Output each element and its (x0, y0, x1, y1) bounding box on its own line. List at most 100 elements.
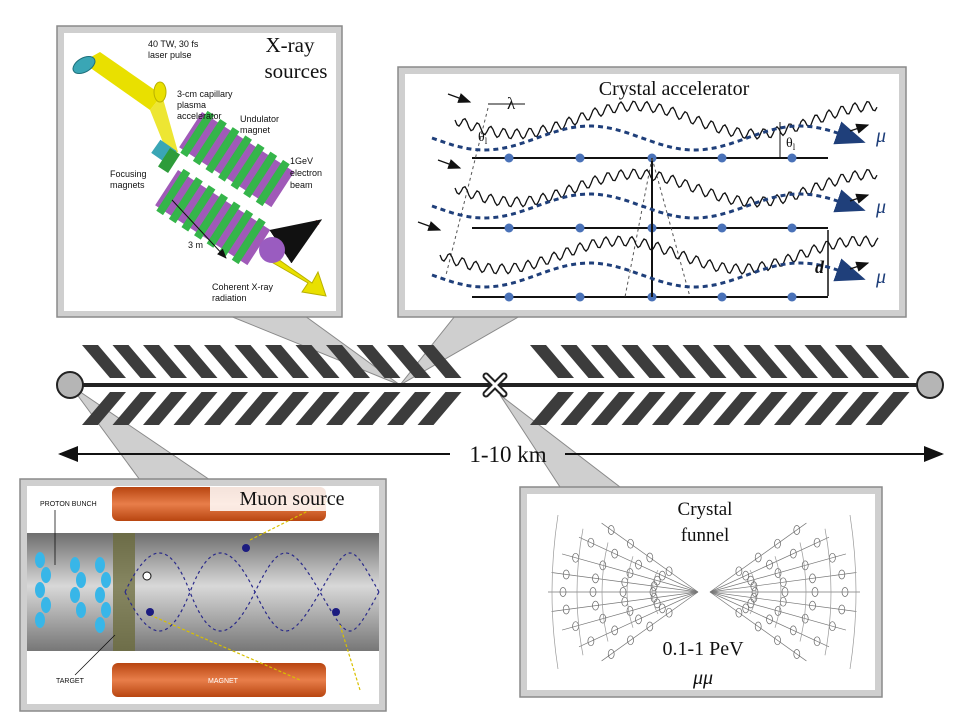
funnel-node (658, 603, 666, 614)
fin-lower (326, 392, 370, 425)
undulator-pole (218, 135, 252, 182)
proton (95, 557, 105, 573)
undulator-pole (206, 201, 241, 248)
funnel-node (735, 607, 743, 618)
funnel-node (801, 560, 809, 571)
length-label: 3 m (188, 240, 203, 250)
proton-bunches (35, 552, 111, 633)
funnel-node (621, 596, 629, 607)
spacing-d-label: d (815, 257, 825, 277)
funnel-channel (551, 591, 699, 612)
funnel-channel (578, 536, 699, 593)
proton (95, 617, 105, 633)
focusing-label-1: Focusing (110, 169, 147, 179)
funnel-node (646, 621, 654, 632)
theta-left-label: θl (478, 130, 488, 146)
funnel-node (793, 525, 801, 535)
left-endpoint (56, 371, 84, 399)
fin-upper (804, 345, 849, 378)
outgoing-arrow (849, 261, 870, 272)
funnel-channel (709, 522, 807, 593)
laser-label-2: laser pulse (148, 50, 192, 60)
atom-node (504, 292, 514, 302)
funnel-node (779, 577, 787, 588)
funnel-node (611, 625, 619, 636)
funnel-node (589, 587, 597, 597)
proton (41, 567, 51, 583)
funnel-node (562, 604, 570, 615)
fin-upper (356, 345, 401, 378)
undulator-magnet-upper (158, 110, 295, 208)
proton (70, 557, 80, 573)
undulator-pole (192, 118, 227, 166)
funnel-node (587, 636, 595, 647)
xray-panel: X-ray sources 40 TW, 30 fs laser pulse 3… (56, 25, 343, 318)
funnel-node (742, 570, 750, 581)
funnel-node (626, 568, 634, 578)
fin-upper (82, 345, 126, 378)
fin-lower (774, 392, 818, 425)
fin-upper (387, 345, 431, 378)
scale-indicator: 1-10 km (58, 442, 944, 467)
funnel-node (627, 635, 634, 646)
fin-lower (204, 392, 248, 425)
atom-node (787, 153, 797, 163)
fin-lower (835, 392, 879, 425)
funnel-node (735, 566, 743, 577)
funnel-channel (561, 591, 699, 631)
funnel-node (774, 568, 782, 578)
funnel-node (621, 577, 629, 588)
funnel-lattice (548, 514, 860, 670)
coherent-label-2: radiation (212, 293, 247, 303)
interaction-point-cross (482, 372, 508, 398)
funnel-node (607, 649, 615, 659)
fin-upper (835, 345, 879, 378)
funnel-channel (709, 572, 857, 593)
muon-helix-2 (124, 552, 380, 632)
beam-dump-magnet (259, 237, 285, 263)
funnel-node (626, 606, 634, 616)
funnel-node (838, 569, 846, 580)
fin-lower (82, 392, 126, 425)
pion (146, 608, 154, 616)
proton (70, 587, 80, 603)
undulator-magnet-lower (155, 168, 271, 266)
funnel-node (841, 587, 849, 597)
xray-title-line2: sources (265, 59, 328, 83)
photon-wave (454, 168, 878, 208)
outgoing-arrow (849, 123, 870, 134)
funnel-node (607, 525, 615, 535)
funnel-arc (651, 569, 659, 615)
funnel-arc (551, 514, 559, 670)
crystal-accelerator-title: Crystal accelerator (599, 78, 750, 100)
fin-upper (234, 345, 279, 378)
funnel-node (754, 552, 762, 563)
fin-upper (530, 345, 574, 378)
target-block (113, 533, 135, 651)
fins-right (530, 345, 910, 425)
fin-lower (112, 392, 157, 425)
proton (35, 582, 45, 598)
muon-path (431, 189, 866, 220)
funnel-arc (824, 528, 832, 656)
fin-upper (682, 345, 727, 378)
funnel-channel (709, 536, 830, 593)
fin-lower (265, 392, 309, 425)
funnel-node (658, 570, 666, 581)
beam-label-2: electron (290, 168, 322, 178)
mu-label-1: μ (875, 125, 886, 147)
fin-lower (234, 392, 279, 425)
funnel-node (742, 603, 750, 614)
atom-node (787, 223, 797, 233)
incoming-arrow (447, 93, 472, 103)
magnet-label: MAGNET (208, 678, 239, 685)
funnel-node (811, 587, 819, 597)
funnel-arc (626, 556, 634, 628)
capillary-label-3: accelerator (177, 111, 222, 121)
crystal-lattice (417, 93, 879, 302)
fin-upper (652, 345, 696, 378)
fin-lower (682, 392, 727, 425)
funnel-node (838, 604, 846, 615)
fin-lower (387, 392, 431, 425)
